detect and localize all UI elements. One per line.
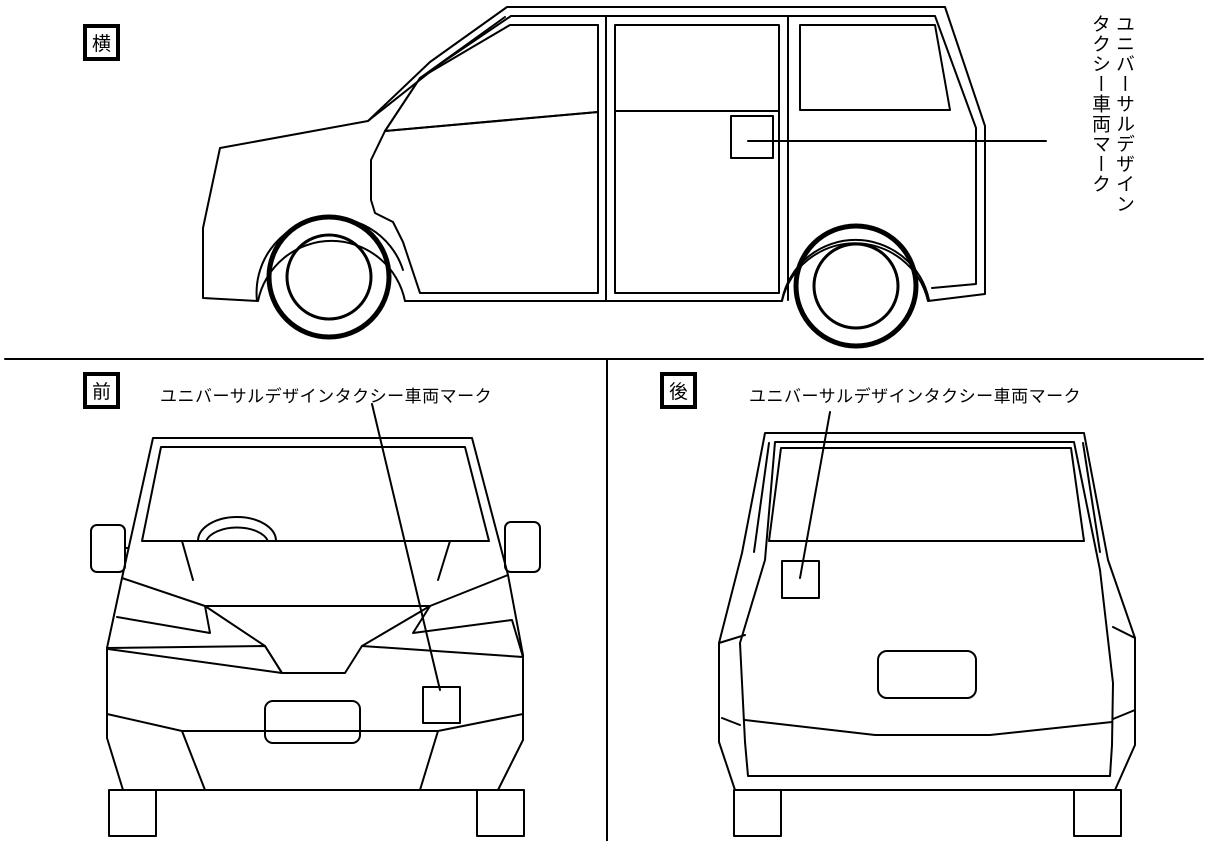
rear-body-outline — [718, 432, 1136, 791]
side-body-outline — [202, 6, 986, 302]
front-grille-v — [116, 605, 211, 634]
rear-lamp-left — [718, 634, 746, 726]
front-wiper-left — [181, 540, 194, 581]
side-view-vehicle — [202, 6, 1047, 349]
front-wiper-right — [437, 540, 451, 581]
side-sliding-door — [614, 24, 780, 294]
front-mirror-right — [504, 521, 541, 573]
rear-tire-left — [733, 789, 782, 837]
front-license-plate — [264, 700, 361, 744]
side-belt-line — [384, 111, 599, 132]
rear-license-plate — [877, 650, 977, 699]
rear-mark-leader — [799, 411, 831, 579]
front-bumper-lower — [181, 730, 439, 791]
side-rear-rim — [812, 242, 900, 330]
side-taxi-mark — [730, 115, 774, 159]
rear-window — [768, 447, 1085, 542]
side-callout-line1: ユニバーサルデザイン — [1113, 14, 1135, 214]
front-taxi-mark — [422, 686, 461, 724]
front-mirror-left — [90, 524, 126, 573]
front-hood-line — [121, 574, 509, 607]
front-grille-center — [204, 605, 431, 674]
side-callout-line2: タクシー車両マーク — [1089, 14, 1111, 194]
rear-pillar-right — [1082, 442, 1101, 553]
front-view-tag: 前 — [83, 372, 120, 409]
side-view-tag: 横 — [83, 24, 120, 61]
side-front-rim — [285, 233, 373, 321]
rear-view-vehicle — [718, 411, 1136, 837]
side-rear-arch — [781, 239, 930, 301]
rear-tire-right — [1073, 789, 1122, 837]
side-rear-tire — [793, 223, 919, 349]
side-front-door — [370, 16, 599, 294]
front-body-outline — [106, 437, 524, 791]
side-front-arch — [255, 216, 404, 302]
side-rear-window — [799, 24, 951, 111]
rear-pillar-left — [753, 442, 770, 553]
front-tire-left — [108, 789, 157, 837]
rear-callout: ユニバーサルデザインタクシー車両マーク — [749, 387, 1082, 407]
front-windshield — [141, 446, 490, 542]
rear-bumper-line — [744, 719, 1113, 736]
side-inner-line — [367, 15, 977, 289]
rear-taxi-mark — [781, 560, 820, 599]
front-tire-right — [476, 789, 525, 837]
front-steering-wheel-inner — [205, 526, 269, 542]
front-headlight-left — [106, 645, 283, 674]
rear-view-tag: 後 — [660, 372, 697, 409]
rear-inner-outline — [739, 441, 1114, 777]
front-headlight-right — [361, 605, 524, 658]
front-callout: ユニバーサルデザインタクシー車両マーク — [160, 387, 493, 407]
front-view-vehicle — [90, 403, 541, 837]
rear-lamp-right — [1112, 626, 1136, 720]
front-mark-leader — [371, 403, 441, 691]
front-steering-wheel — [197, 516, 277, 542]
front-bumper-upper — [106, 713, 524, 732]
